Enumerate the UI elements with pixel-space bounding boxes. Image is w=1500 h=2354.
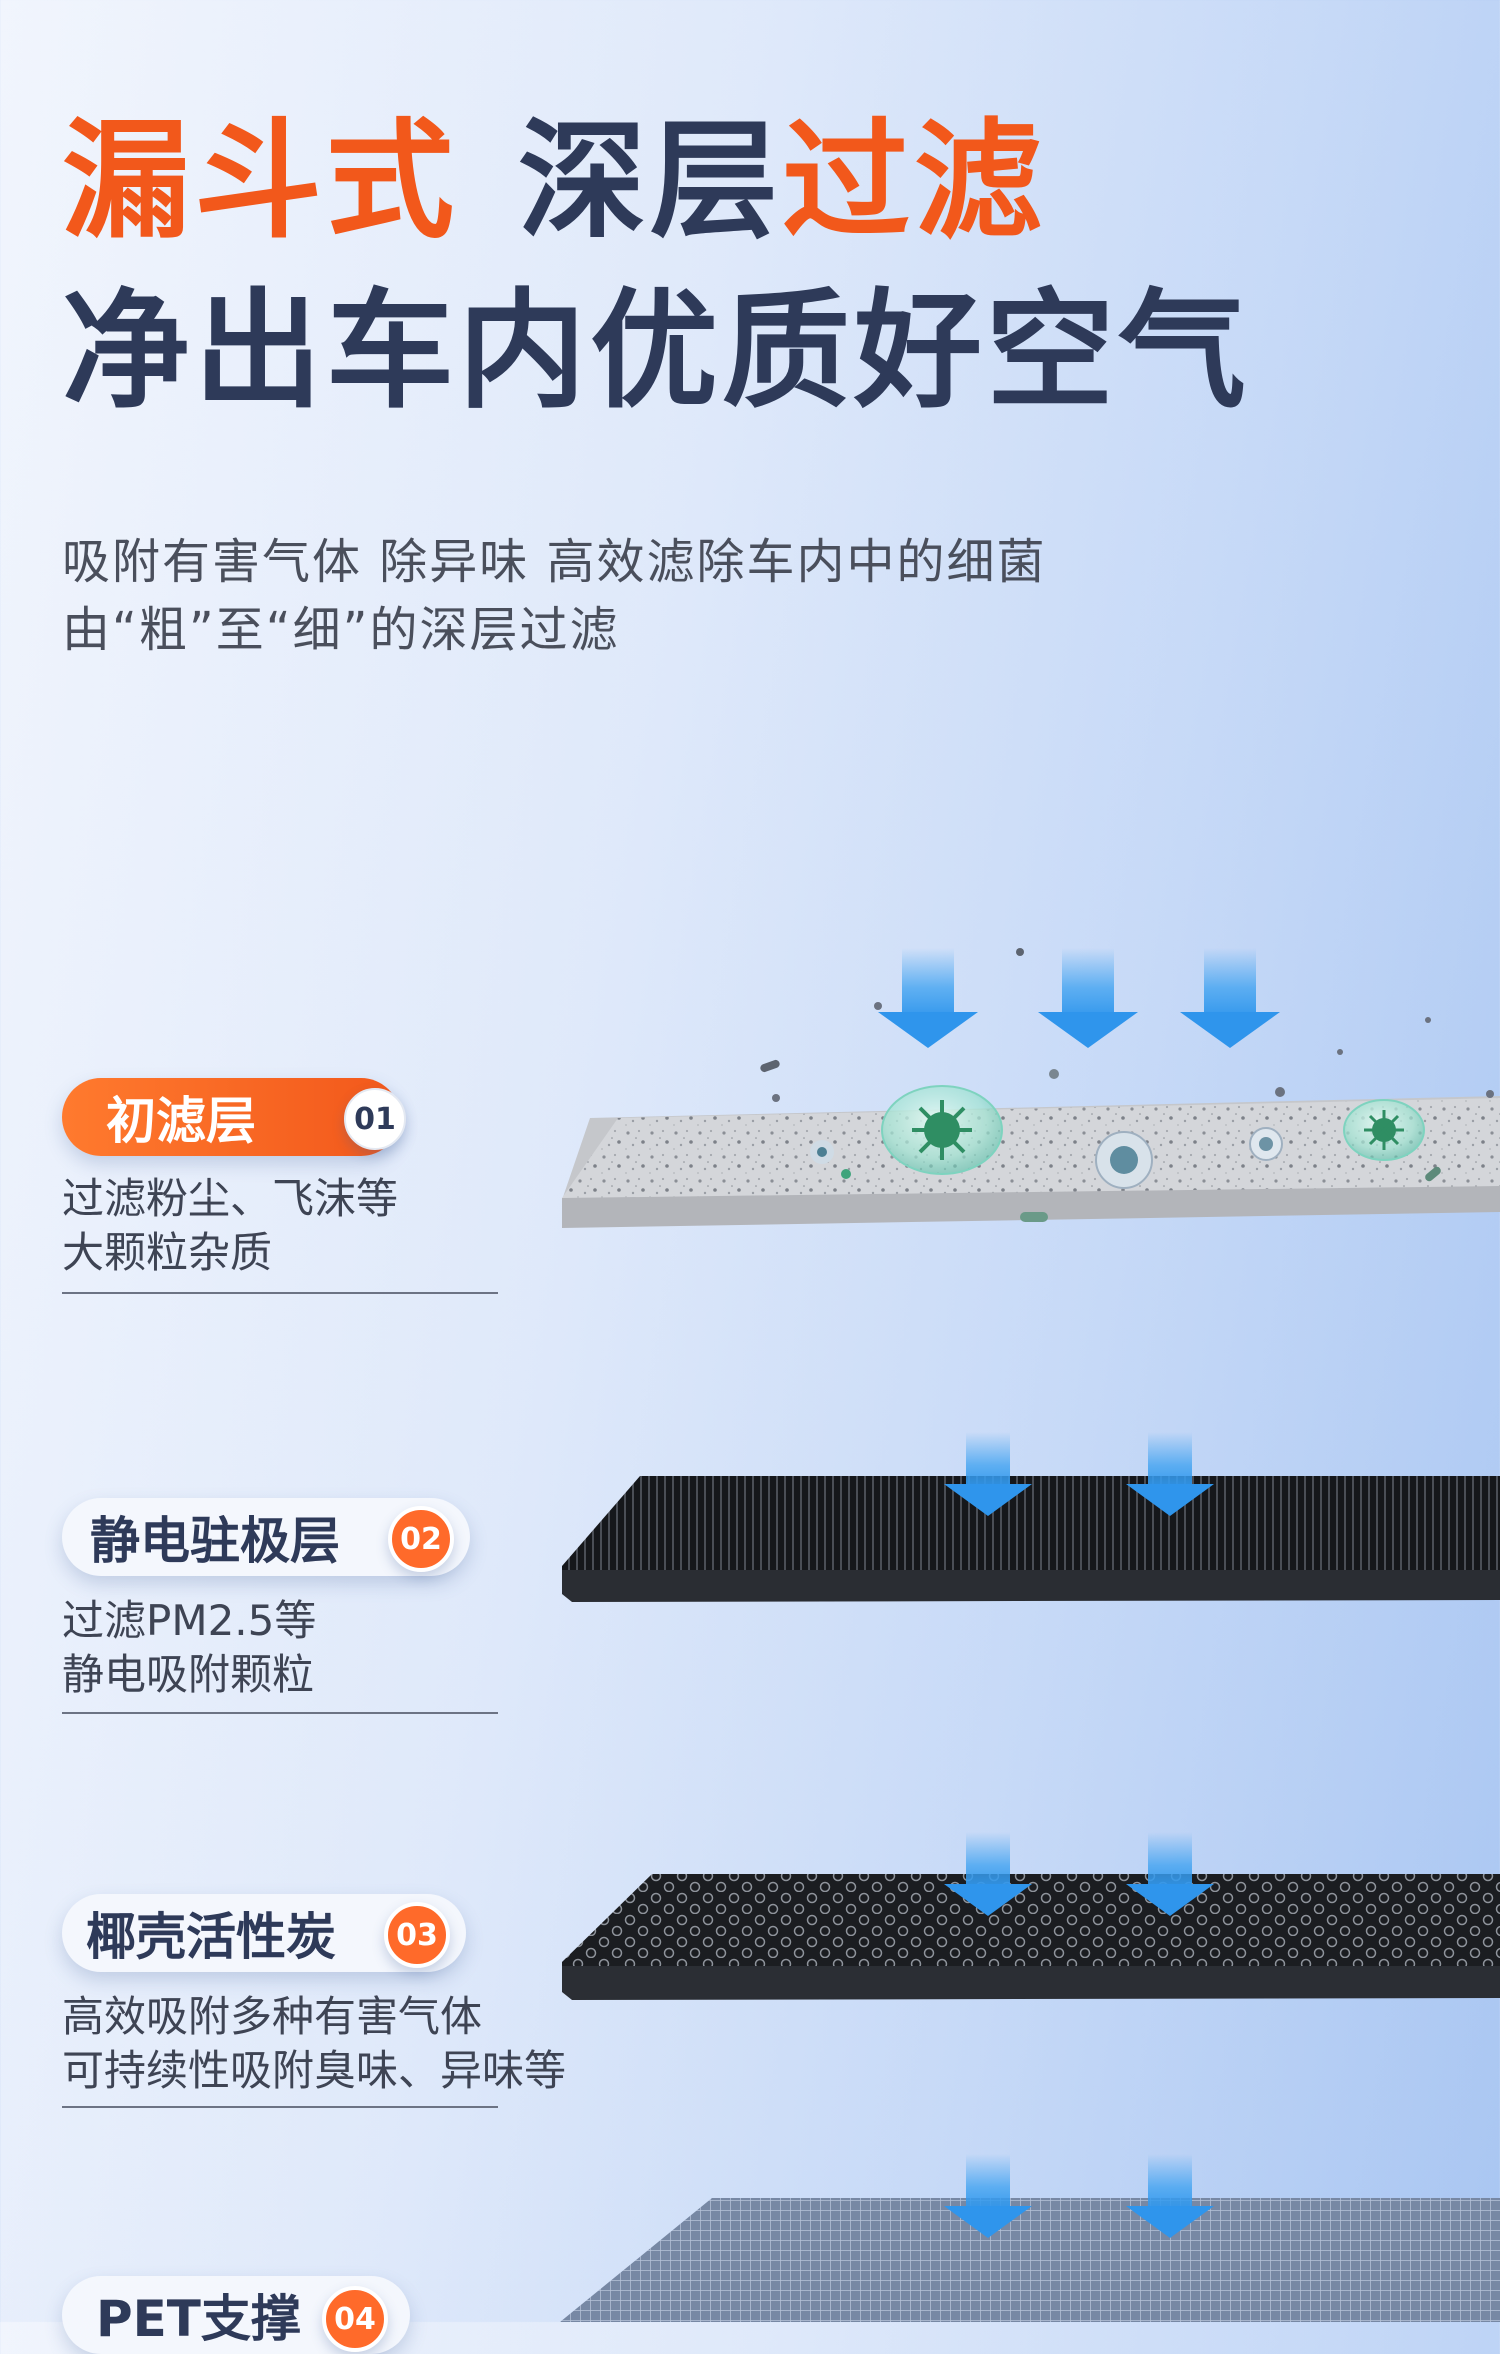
layer-1-label: 初滤层 xyxy=(62,1078,400,1156)
down-arrow-icon xyxy=(944,1432,1032,1516)
layer-4-title: PET支撑 xyxy=(96,2290,301,2348)
layer-1-desc-1: 过滤粉尘、飞沫等 xyxy=(62,1174,399,1223)
headline-line-2: 净出车内优质好空气 xyxy=(62,277,1251,426)
layer-1-title: 初滤层 xyxy=(106,1092,256,1150)
layer-1-number-badge: 01 xyxy=(344,1088,406,1150)
layer-2-desc-1: 过滤PM2.5等 xyxy=(62,1596,317,1645)
subtitle-line-1: 吸附有害气体 除异味 高效滤除车内中的细菌 xyxy=(62,534,1047,590)
virus-icon xyxy=(881,1085,1003,1175)
headline-funnel: 漏斗式 xyxy=(62,107,459,256)
layer-2-title: 静电驻极层 xyxy=(90,1512,340,1570)
subtitle-line-2: 由“粗”至“细”的深层过滤 xyxy=(62,602,620,658)
layer-4-number-badge: 04 xyxy=(322,2286,388,2352)
down-arrow-icon xyxy=(944,1832,1032,1916)
down-arrow-icon xyxy=(1126,1832,1214,1916)
layer-1-divider xyxy=(62,1292,498,1294)
layer-2-desc-2: 静电吸附颗粒 xyxy=(62,1650,315,1699)
down-arrow-icon xyxy=(1038,948,1138,1048)
layer-3-divider xyxy=(62,2106,498,2108)
layer-2-slab xyxy=(562,1476,1500,1602)
layer-3-number-badge: 03 xyxy=(384,1902,450,1968)
layer-3-desc-2: 可持续性吸附臭味、异味等 xyxy=(62,2046,567,2095)
layer-4-slab xyxy=(560,2198,1500,2322)
down-arrow-icon xyxy=(944,2154,1032,2238)
layer-1-desc-2: 大颗粒杂质 xyxy=(62,1228,273,1277)
headline-deep: 深层 xyxy=(518,107,783,256)
headline-line-1: 漏斗式深层过滤 xyxy=(62,118,1046,246)
down-arrow-icon xyxy=(1180,948,1280,1048)
layer-3-desc-1: 高效吸附多种有害气体 xyxy=(62,1992,483,2041)
down-arrow-icon xyxy=(878,948,978,1048)
virus-icon xyxy=(1343,1099,1425,1161)
down-arrow-icon xyxy=(1126,1432,1214,1516)
down-arrow-icon xyxy=(1126,2154,1214,2238)
layer-2-number-badge: 02 xyxy=(388,1506,454,1572)
layer-3-title: 椰壳活性炭 xyxy=(86,1908,336,1966)
headline-filter: 过滤 xyxy=(782,107,1047,256)
layer-3-slab xyxy=(562,1874,1500,2000)
layer-2-divider xyxy=(62,1712,498,1714)
